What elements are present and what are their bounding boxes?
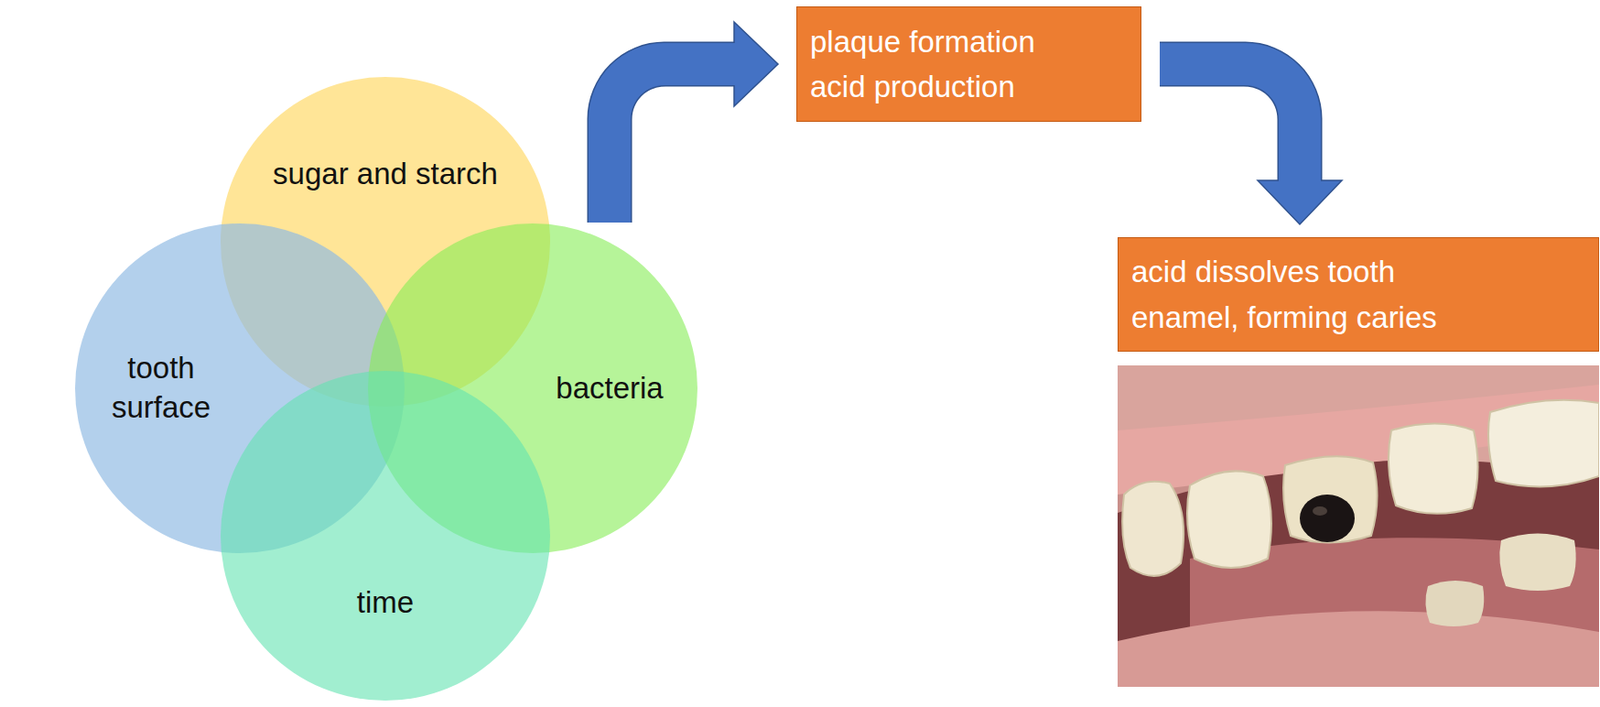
arrow-head	[734, 21, 779, 107]
process-box: acid dissolves tooth enamel, forming car…	[1117, 237, 1600, 352]
arrow-head	[1257, 180, 1342, 225]
mouth-photo	[1117, 365, 1600, 687]
circle-label: bacteria	[555, 368, 663, 409]
box-text: acid production	[810, 64, 1128, 110]
circle-label: time	[356, 583, 414, 623]
block-arrow	[609, 21, 779, 223]
arrow-shaft	[1159, 64, 1300, 182]
block-arrow	[1159, 64, 1342, 225]
label-holder: bacteria	[555, 368, 663, 409]
box-text: plaque formation	[810, 19, 1128, 65]
arrow-outline	[609, 64, 736, 223]
label-holder: tooth surface	[101, 348, 221, 428]
circle-label: sugar and starch	[272, 154, 498, 195]
arrow-shaft	[609, 64, 736, 223]
circle-shape	[220, 370, 551, 701]
box-text: acid dissolves tooth enamel, forming car…	[1131, 248, 1507, 340]
circle-label: tooth surface	[101, 348, 221, 428]
venn-circle: time	[219, 369, 552, 702]
arrow-outline	[1159, 64, 1300, 182]
circle-outline	[219, 369, 552, 702]
label-holder: sugar and starch	[272, 154, 498, 195]
process-box: plaque formationacid production	[796, 6, 1142, 122]
label-holder: time	[356, 583, 414, 623]
